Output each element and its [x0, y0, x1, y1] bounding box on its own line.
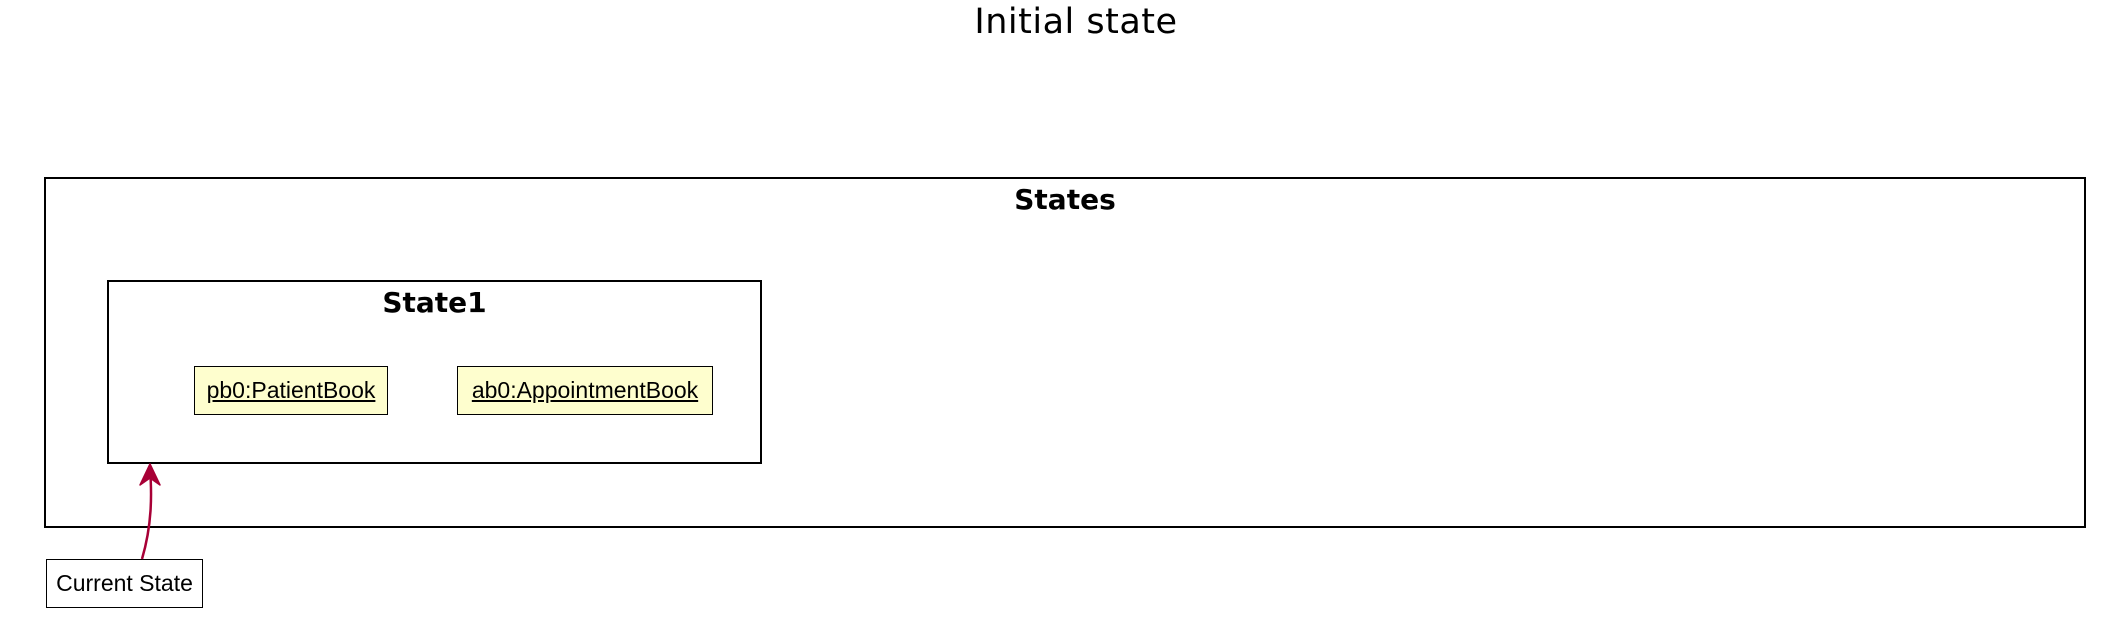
states-frame-label: States	[1014, 183, 1116, 216]
patient-book-object: pb0:PatientBook	[194, 366, 388, 415]
diagram-title: Initial state	[974, 2, 1178, 42]
current-state-pointer: Current State	[46, 559, 203, 608]
state1-frame-label: State1	[382, 286, 487, 319]
appointment-book-object: ab0:AppointmentBook	[457, 366, 713, 415]
